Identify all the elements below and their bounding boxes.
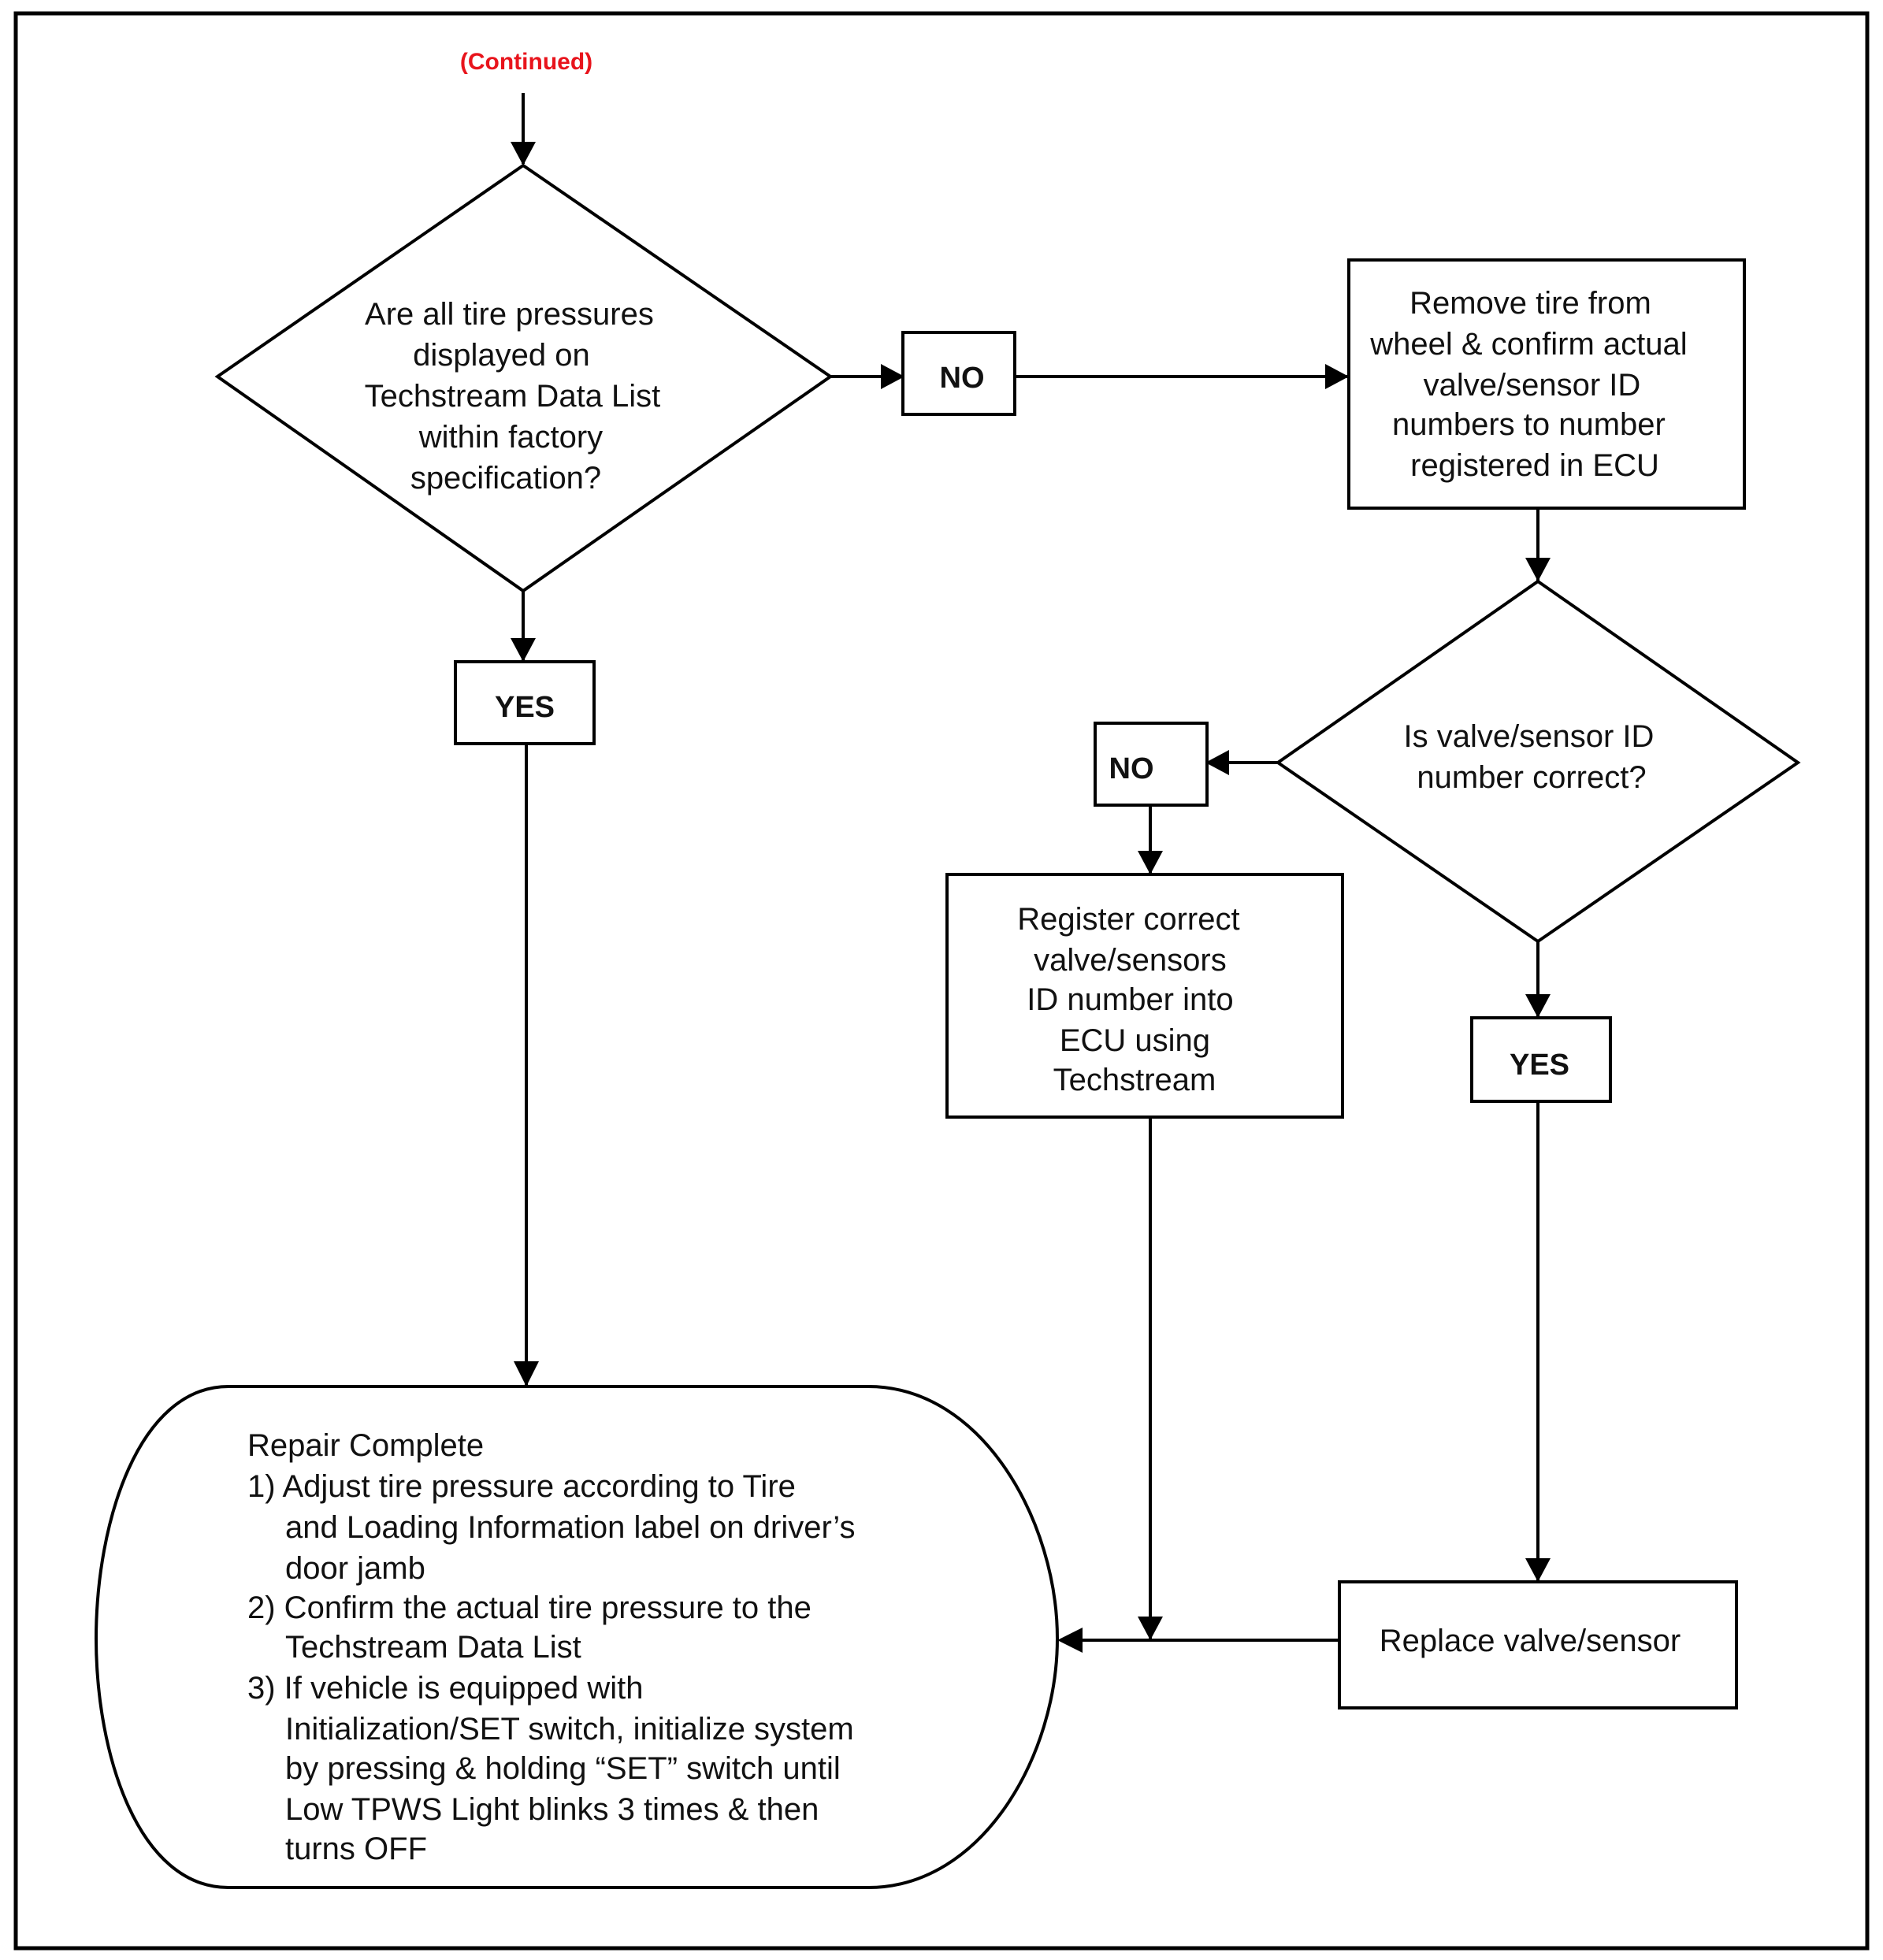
step-register-text: Register correct valve/sensors ID number… (1017, 902, 1248, 1097)
terminal-complete-line: Techstream Data List (285, 1630, 581, 1665)
step-register-line: Techstream (1053, 1063, 1216, 1097)
page-border (13, 11, 1870, 1951)
arrow-head-12 (1057, 1628, 1083, 1653)
yes-label-text: YES (1510, 1049, 1569, 1082)
step-remove-tire-line: numbers to number (1392, 407, 1666, 442)
step-replace-box (1338, 1580, 1738, 1709)
step-replace-text: Replace valve/sensor (1380, 1624, 1681, 1658)
terminal-complete-line: Initialization/SET switch, initialize sy… (285, 1712, 854, 1747)
step-remove-tire-box (1347, 258, 1746, 510)
decision-id-text: Is valve/sensor ID number correct? (1403, 719, 1662, 795)
yes-label-box (454, 660, 596, 745)
no-label-box (1094, 722, 1209, 807)
decision-pressures-diamond (214, 163, 834, 593)
step-remove-tire-line: Remove tire from (1409, 286, 1651, 321)
arrow-head-7 (1205, 750, 1229, 775)
decision-id-line: Is valve/sensor ID (1403, 719, 1654, 754)
terminal-complete-line: 2) Confirm the actual tire pressure to t… (247, 1591, 812, 1625)
decision-pressures-line: within factory (418, 420, 603, 455)
decision-pressures-line: Techstream Data List (365, 379, 661, 414)
decision-pressures-text: Are all tire pressures displayed on Tech… (365, 297, 670, 496)
decision-pressures-line: specification? (410, 461, 601, 496)
no-label-text: NO (940, 362, 985, 395)
step-register: Register correct valve/sensors ID number… (945, 873, 1344, 1119)
decision-pressures: Are all tire pressures displayed on Tech… (214, 163, 834, 593)
terminal-complete-shape (94, 1385, 1060, 1889)
step-register-line: ID number into (1027, 982, 1233, 1017)
arrow-head-5 (514, 1361, 539, 1386)
no-label-box (901, 331, 1016, 416)
decision-pressures-no-label: NO (901, 331, 1016, 416)
terminal-complete-line: and Loading Information label on driver’… (285, 1510, 855, 1545)
arrow-head-11 (1138, 1617, 1163, 1640)
step-remove-tire-line: wheel & confirm actual (1369, 327, 1687, 362)
arrow-head-10 (1525, 1558, 1551, 1582)
no-label-text: NO (1109, 752, 1154, 785)
arrow-head-3 (1325, 364, 1349, 389)
terminal-complete-line: Low TPWS Light blinks 3 times & then (285, 1792, 819, 1827)
decision-id-line: number correct? (1417, 760, 1646, 795)
decision-id-diamond (1275, 579, 1801, 944)
arrow-head-8 (1138, 851, 1163, 874)
yes-label-box (1470, 1016, 1612, 1103)
terminal-complete-line: Repair Complete (247, 1428, 484, 1463)
decision-id: Is valve/sensor ID number correct? (1275, 579, 1801, 944)
step-replace: Replace valve/sensor (1338, 1580, 1738, 1709)
terminal-complete-text: Repair Complete 1) Adjust tire pressure … (247, 1428, 864, 1866)
step-remove-tire: Remove tire from wheel & confirm actual … (1347, 258, 1746, 510)
arrow-head-1 (511, 142, 536, 165)
step-register-box (945, 873, 1344, 1119)
arrow-head-4 (511, 638, 536, 662)
step-register-line: valve/sensors (1034, 943, 1227, 978)
decision-pressures-line: displayed on (413, 338, 590, 373)
terminal-complete-line: turns OFF (285, 1832, 427, 1866)
arrow-head-6 (1525, 558, 1551, 581)
step-remove-tire-line: registered in ECU (1410, 448, 1659, 483)
terminal-complete-line: by pressing & holding “SET” switch until (285, 1751, 841, 1786)
arrow-head-9 (1525, 994, 1551, 1018)
decision-pressures-line: Are all tire pressures (365, 297, 654, 332)
terminal-complete-line: door jamb (285, 1551, 425, 1586)
decision-id-no-label: NO (1094, 722, 1209, 807)
connectors (511, 93, 1551, 1653)
decision-pressures-yes-label: YES (454, 660, 596, 745)
step-register-line: ECU using (1060, 1023, 1210, 1058)
continued-label: (Continued) (460, 49, 592, 75)
step-remove-tire-text: Remove tire from wheel & confirm actual … (1369, 286, 1696, 483)
step-register-line: Register correct (1017, 902, 1239, 937)
terminal-complete-line: 1) Adjust tire pressure according to Tir… (247, 1469, 796, 1504)
yes-label-text: YES (495, 691, 555, 724)
terminal-complete: Repair Complete 1) Adjust tire pressure … (94, 1385, 1060, 1889)
step-remove-tire-line: valve/sensor ID (1424, 368, 1641, 403)
decision-id-yes-label: YES (1470, 1016, 1612, 1103)
terminal-complete-line: 3) If vehicle is equipped with (247, 1671, 644, 1706)
arrow-head-2 (881, 364, 904, 389)
